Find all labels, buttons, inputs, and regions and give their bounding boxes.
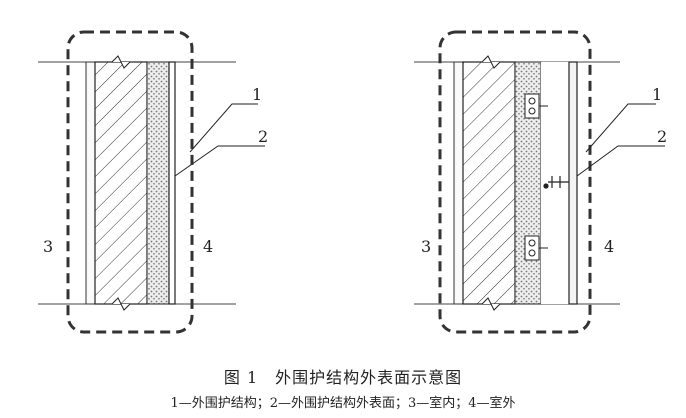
- leader-line-1: [189, 103, 258, 153]
- concrete-wall: [462, 61, 516, 305]
- bracket-bottom: [524, 235, 548, 261]
- insulation-layer: [146, 61, 170, 305]
- bracket-top: [524, 93, 548, 119]
- leader-line-2: [174, 145, 265, 177]
- cladding-panel: [568, 61, 578, 305]
- enclosure-dashed-box: [438, 30, 592, 334]
- right-label-3: 3: [421, 237, 431, 256]
- right-label-4: 4: [604, 237, 614, 256]
- outer-finish-layer: [168, 61, 176, 305]
- right-label-1: 1: [652, 85, 662, 104]
- left-wall-diagram: [38, 30, 265, 334]
- inner-plaster-layer: [453, 61, 464, 305]
- figure-caption-title: 图 1 外围护结构外表面示意图: [223, 368, 463, 387]
- figure-diagram: 1 2 3 4: [38, 30, 667, 334]
- left-label-4: 4: [203, 237, 213, 256]
- break-mark-bottom: [111, 297, 131, 311]
- inner-plaster-layer: [85, 61, 96, 305]
- concrete-wall: [94, 61, 148, 305]
- left-label-1: 1: [252, 85, 262, 104]
- break-mark-bottom: [481, 297, 501, 311]
- left-label-2: 2: [258, 127, 268, 146]
- figure-caption-legend: 1—外围护结构；2—外围护结构外表面；3—室内；4—室外: [170, 396, 516, 411]
- anchor-connector: [543, 176, 569, 189]
- right-label-2: 2: [657, 127, 667, 146]
- break-mark-top: [111, 55, 131, 69]
- air-cavity: [541, 62, 569, 304]
- break-mark-top: [481, 55, 501, 69]
- enclosure-dashed-box: [66, 30, 194, 334]
- leader-line-2: [576, 145, 665, 177]
- left-label-3: 3: [43, 237, 53, 256]
- right-wall-diagram: [414, 30, 665, 334]
- leader-line-1: [585, 103, 656, 153]
